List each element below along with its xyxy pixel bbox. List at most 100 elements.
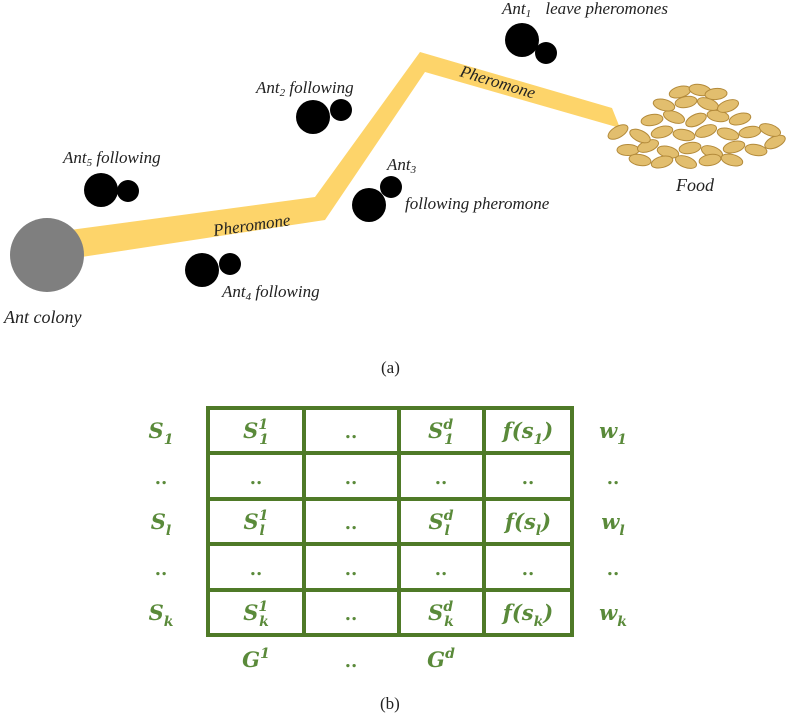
symbol-sub: k [259, 614, 269, 630]
matrix-cell: .. [345, 468, 358, 489]
matrix-cell: .. [250, 468, 263, 489]
ant-name: Ant [386, 155, 412, 174]
ant-sub: 2 [280, 87, 286, 99]
food-seed-icon [744, 143, 768, 157]
symbol-base: .. [607, 468, 620, 489]
food-seed-icon [728, 112, 752, 126]
matrix-cell: .. [250, 559, 263, 580]
food-pile-icon [607, 83, 786, 169]
symbol-base: S [244, 509, 259, 534]
ant-name: Ant [255, 78, 281, 97]
ant-name: Ant [501, 0, 527, 18]
ant-4: Ant4 following [185, 253, 320, 303]
row-label-left: .. [155, 468, 168, 489]
row-label-left: Sk [149, 600, 174, 630]
food-seed-icon [704, 87, 728, 101]
symbol-sub: 1 [259, 432, 269, 448]
ant-head-icon [380, 176, 402, 198]
ant-head-icon [535, 42, 557, 64]
ant-2-label: Ant2 following [255, 78, 354, 99]
ant-text: leave pheromones [541, 0, 668, 18]
row-weight: .. [607, 468, 620, 489]
matrix-cell: .. [345, 513, 358, 534]
symbol-close: ) [540, 509, 551, 534]
ant-sub: 5 [87, 157, 93, 169]
ant-1: Ant1 leave pheromones [501, 0, 668, 64]
symbol-sub: l [619, 523, 624, 539]
symbol-close: ) [542, 418, 553, 443]
matrix-cell: .. [522, 559, 535, 580]
symbol-sub: k [617, 614, 627, 630]
ant-icon [296, 100, 330, 134]
symbol-base: .. [345, 422, 358, 443]
food-seed-icon [694, 124, 718, 138]
symbol-base: .. [345, 513, 358, 534]
row-weight: w1 [599, 418, 627, 448]
symbol-sup: d [443, 599, 453, 615]
row-weight: wk [599, 600, 627, 630]
food-label: Food [675, 175, 715, 195]
symbol-base: .. [155, 468, 168, 489]
ant-3: Ant3 following pheromone [352, 155, 550, 222]
food-seed-icon [662, 110, 686, 124]
matrix-cell: .. [345, 604, 358, 625]
symbol-base: S [243, 600, 258, 625]
fitness-cell: f(sl) [503, 509, 551, 539]
ant-sub: 1 [526, 8, 532, 20]
food-seed-icon [629, 128, 651, 144]
symbol-base: .. [345, 651, 358, 672]
food-seed-icon [764, 134, 786, 150]
symbol-sup: d [444, 508, 454, 524]
symbol-sub: 1 [617, 432, 627, 448]
ant-text: following [285, 78, 353, 97]
ant-1-label: Ant1 leave pheromones [501, 0, 668, 20]
symbol-sup: d [445, 646, 455, 662]
ant-sub: 3 [410, 164, 417, 176]
symbol-base: S [149, 418, 164, 443]
row-label-left: .. [155, 559, 168, 580]
symbol-base: .. [522, 559, 535, 580]
food-seed-icon [628, 153, 652, 167]
grid-outline [206, 406, 574, 637]
symbol-sub: 1 [164, 432, 174, 448]
ant-icon [505, 23, 539, 57]
food-seed-icon [720, 153, 744, 167]
column-group-label: Gd [427, 646, 455, 672]
ant-5-label: Ant5 following [62, 148, 161, 169]
panel-a: Ant colony Pheromone Pheromone Food Ant1… [3, 0, 786, 377]
ant-5: Ant5 following [62, 148, 161, 207]
ant-text: following [251, 282, 319, 301]
symbol-sup: 1 [259, 508, 269, 524]
matrix-cell: .. [435, 559, 448, 580]
symbol-sub: 1 [444, 432, 454, 448]
food-seed-icon [678, 141, 702, 155]
symbol-sub: l [444, 523, 449, 539]
food-seed-icon [738, 125, 762, 139]
symbol-base: w [599, 600, 618, 625]
symbol-base: f(s [501, 418, 534, 443]
ant-name: Ant [62, 148, 88, 167]
ant-3-label: Ant3 [386, 155, 417, 176]
symbol-sup: 1 [258, 599, 268, 615]
food-seed-icon [650, 155, 674, 169]
symbol-base: .. [250, 559, 263, 580]
ant-4-label: Ant4 following [221, 282, 320, 303]
symbol-base: .. [250, 468, 263, 489]
symbol-base: w [601, 509, 620, 534]
symbol-sub: k [444, 614, 454, 630]
food-seed-icon [722, 140, 746, 154]
symbol-base: S [151, 509, 166, 534]
pheromone-label-right: Pheromone [457, 61, 538, 102]
ant-colony-icon [10, 218, 84, 292]
symbol-base: S [428, 600, 443, 625]
symbol-sub: k [534, 614, 544, 630]
ant-name: Ant [221, 282, 247, 301]
